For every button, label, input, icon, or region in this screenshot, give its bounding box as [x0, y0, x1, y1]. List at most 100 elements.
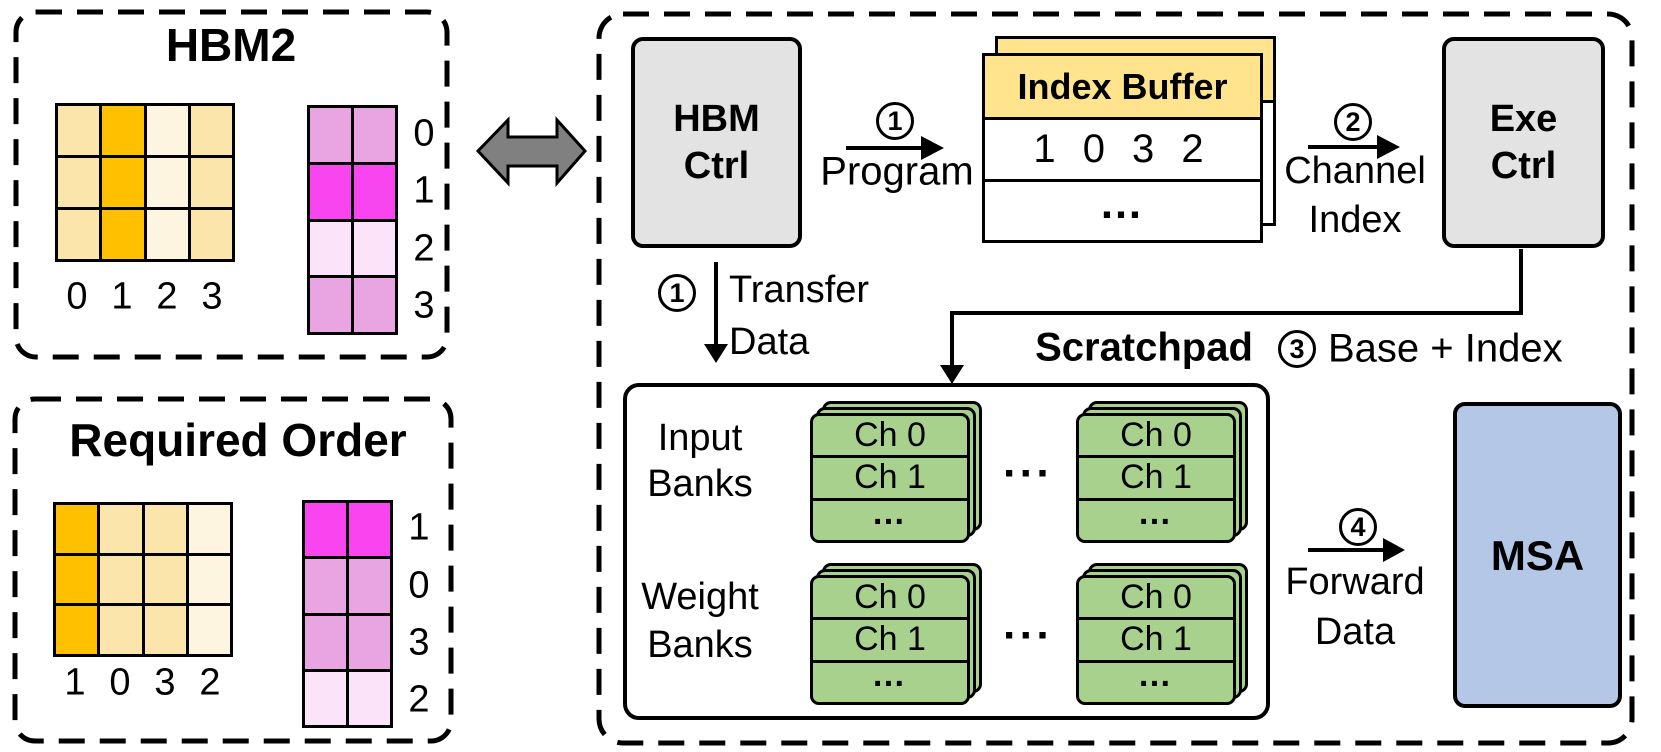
hbm2-matrix-grid: [55, 103, 235, 262]
grid-cell: [305, 559, 346, 613]
weight-banks-label: Weight Banks: [641, 573, 759, 669]
accelerator-dashed-border: [596, 11, 1635, 746]
grid-cell: [188, 606, 230, 654]
channel-label-line1: Channel: [1284, 150, 1426, 192]
weight-banks-line1: Weight: [641, 576, 759, 618]
bank-row-ch1: Ch 1: [813, 617, 967, 659]
transfer-data-label: Transfer Data: [729, 264, 869, 368]
bank-row-ellipsis: …: [1079, 656, 1233, 702]
required-order-row-label: 2: [408, 678, 430, 721]
input-bank-stack-front: Ch 0 Ch 1 …: [1076, 413, 1236, 543]
grid-cell: [58, 158, 100, 207]
hbm2-col-label: 2: [156, 275, 178, 318]
grid-cell: [310, 221, 351, 276]
grid-cell: [146, 158, 188, 207]
hbm2-row-label: 1: [413, 169, 435, 212]
grid-cell: [190, 210, 232, 259]
hbm2-row-label: 0: [413, 112, 435, 155]
bank-row-ch0: Ch 0: [854, 578, 926, 617]
grid-cell: [305, 615, 346, 669]
hbm-link-double-arrow: [475, 116, 588, 187]
weight-banks-line2: Banks: [647, 624, 753, 666]
forward-data-label: Forward Data: [1285, 557, 1424, 657]
index-buffer-row-values: 1 0 3 2: [1033, 126, 1212, 171]
required-order-col-label: 3: [154, 661, 176, 704]
grid-cell: [349, 615, 390, 669]
hbm2-col-label: 0: [66, 275, 88, 318]
required-order-matrix-grid: [53, 502, 233, 657]
grid-cell: [349, 559, 390, 613]
input-banks-line1: Input: [657, 417, 743, 459]
input-banks-line2: Banks: [647, 463, 753, 505]
hbm2-row-label: 2: [413, 227, 435, 270]
channel-index-label: Channel Index: [1284, 147, 1426, 245]
grid-cell: [310, 108, 351, 162]
step-4-badge: 4: [1339, 508, 1377, 546]
input-bank-stack-front: Ch 0 Ch 1 …: [810, 413, 970, 543]
channel-label-line2: Index: [1308, 199, 1402, 241]
hbm2-channel-grid: [307, 105, 398, 335]
grid-cell: [144, 555, 186, 604]
scratchpad-title: Scratchpad: [1035, 325, 1253, 370]
bank-row-ellipsis: …: [813, 494, 967, 540]
input-banks-label: Input Banks: [647, 415, 753, 507]
weight-banks-ellipsis: ···: [1003, 611, 1053, 660]
program-arrow-head: [921, 136, 944, 160]
base-index-label: Base + Index: [1328, 326, 1563, 371]
bank-row-ellipsis: …: [1079, 494, 1233, 540]
step-1-transfer-badge: 1: [658, 274, 696, 312]
bank-row-ellipsis: …: [813, 656, 967, 702]
exe-ctrl-label-line2: Ctrl: [1490, 144, 1557, 187]
step-3-badge: 3: [1278, 330, 1316, 368]
bank-row-ch0: Ch 0: [1120, 578, 1192, 617]
msa-label: MSA: [1490, 531, 1585, 579]
grid-cell: [354, 221, 395, 276]
weight-bank-stack-front: Ch 0 Ch 1 …: [1076, 575, 1236, 705]
required-order-row-label: 3: [408, 621, 430, 664]
weight-bank-stack-front: Ch 0 Ch 1 …: [810, 575, 970, 705]
grid-cell: [144, 505, 186, 553]
required-order-col-label: 0: [109, 661, 131, 704]
grid-cell: [305, 503, 346, 557]
grid-cell: [144, 606, 186, 654]
grid-cell: [146, 106, 188, 155]
grid-cell: [188, 505, 230, 553]
transfer-label-line1: Transfer: [729, 269, 870, 311]
index-buffer-card: Index Buffer 1 0 3 2 …: [982, 53, 1263, 243]
hbm2-col-label: 3: [201, 275, 223, 318]
grid-cell: [310, 164, 351, 219]
bank-row-ch1: Ch 1: [1079, 455, 1233, 497]
grid-cell: [56, 555, 98, 604]
grid-cell: [354, 164, 395, 219]
grid-cell: [146, 210, 188, 259]
forward-arrow-head: [1383, 538, 1405, 562]
grid-cell: [100, 555, 142, 604]
index-buffer-header: Index Buffer: [985, 56, 1260, 120]
grid-cell: [349, 671, 390, 725]
exe-to-scratchpad-connector: [950, 249, 1523, 366]
grid-cell: [190, 106, 232, 155]
grid-cell: [102, 158, 144, 207]
transfer-arrow-head: [704, 344, 728, 363]
grid-cell: [102, 210, 144, 259]
hbm-ctrl-box: HBM Ctrl: [631, 37, 802, 248]
input-banks-ellipsis: ···: [1003, 449, 1053, 498]
bank-row-ch1: Ch 1: [1079, 617, 1233, 659]
grid-cell: [56, 606, 98, 654]
required-order-channel-grid: [302, 500, 393, 728]
msa-box: MSA: [1453, 402, 1622, 708]
bank-row-ch0: Ch 0: [854, 416, 926, 455]
required-order-row-label: 1: [408, 506, 430, 549]
hbm2-row-label: 3: [413, 284, 435, 327]
grid-cell: [58, 210, 100, 259]
grid-cell: [310, 278, 351, 332]
grid-cell: [100, 606, 142, 654]
step-2-badge: 2: [1334, 103, 1372, 141]
grid-cell: [56, 505, 98, 553]
grid-cell: [349, 503, 390, 557]
forward-label-line2: Data: [1314, 611, 1396, 653]
program-label: Program: [820, 149, 974, 194]
channel-arrow-head: [1377, 135, 1400, 159]
